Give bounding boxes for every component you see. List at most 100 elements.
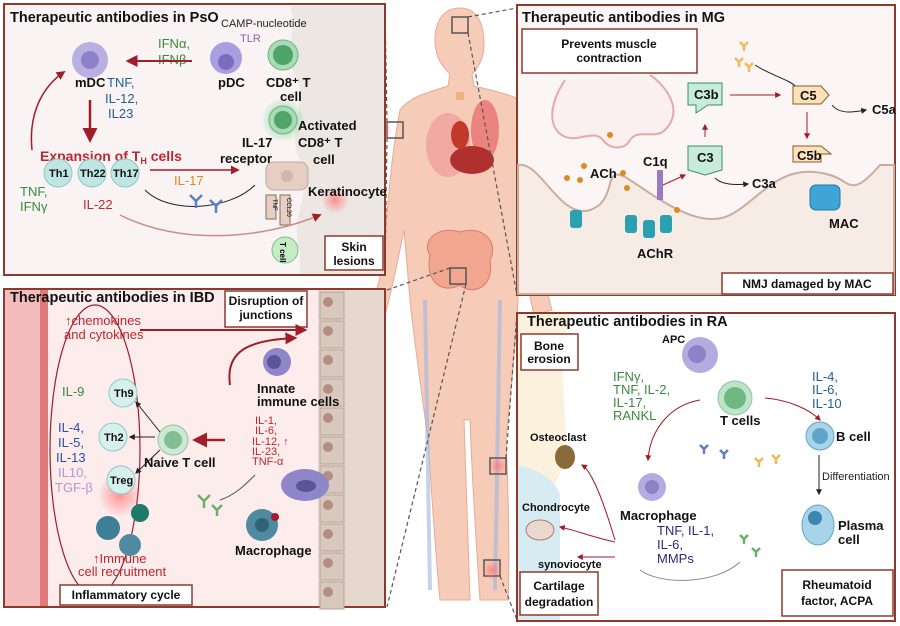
inflammatory-cycle-box	[59, 584, 193, 606]
pdc-cell-icon	[210, 42, 242, 74]
cartilage-box	[519, 571, 599, 616]
achr-icon	[570, 210, 672, 238]
nmj-box	[721, 272, 894, 295]
naive-t-cell-icon	[157, 424, 189, 456]
th1-label: Th1	[49, 168, 69, 180]
il22-label: IL-22	[83, 197, 113, 212]
c5-shape	[792, 85, 830, 105]
synoviocyte-label: synoviocyte	[538, 559, 602, 571]
epithelial-cell	[319, 552, 345, 581]
chondrocyte-label: Chondrocyte	[522, 502, 590, 514]
epithelial-cells	[319, 291, 345, 610]
epithelial-cell	[319, 436, 345, 465]
ifn-label: IFNα,IFNβ	[158, 36, 190, 67]
prevents-box	[521, 28, 698, 74]
pdc-label: pDC	[218, 75, 245, 90]
cell-nucleus	[323, 587, 333, 597]
antibody-icon	[734, 41, 754, 72]
antibody-icon	[739, 534, 761, 557]
antibody-icon	[197, 494, 223, 516]
epithelial-cell	[319, 349, 345, 378]
epithelial-cell	[319, 581, 345, 610]
th9-label: Th9	[114, 388, 134, 400]
ibd-title: Therapeutic antibodies in IBD	[10, 290, 215, 306]
epithelial-cell	[319, 291, 345, 320]
antibody-icon	[189, 194, 223, 213]
immune-cells-icon	[96, 504, 149, 556]
c1q-label: C1q	[643, 154, 668, 169]
innate-immune-cell-icon	[263, 348, 291, 376]
cell-nucleus	[323, 297, 333, 307]
cell-nucleus	[323, 558, 333, 568]
ach-molecules	[564, 132, 680, 213]
cell-nucleus	[323, 413, 333, 423]
rheumatoid-box	[781, 569, 894, 617]
t-cell-icon	[717, 380, 753, 416]
naive-t-cell-label: Naive T cell	[144, 455, 216, 470]
b-cytokines: IL-4,IL-6,IL-10	[812, 369, 842, 411]
expansion-label: Expansion of TH cells	[40, 148, 182, 166]
mac-label: MAC	[829, 216, 859, 231]
th2-label: Th2	[104, 432, 124, 444]
c5b-label: C5b	[797, 148, 822, 163]
bone-erosion-box	[520, 333, 579, 371]
th17-label: Th17	[113, 168, 139, 180]
antibody-icon	[699, 444, 729, 459]
mg-title: Therapeutic antibodies in MG	[522, 10, 725, 26]
antibody-icon	[754, 454, 781, 467]
c3-shape	[687, 145, 723, 176]
macrophage-icon	[638, 473, 666, 501]
skin-lesions-box	[324, 235, 384, 271]
epithelial-cell	[319, 378, 345, 407]
c3b-shape	[687, 82, 723, 114]
cell-nucleus	[323, 529, 333, 539]
disruption-box	[224, 290, 308, 328]
c3-label: C3	[697, 150, 714, 165]
tlr-label: TLR	[240, 33, 261, 45]
human-body	[367, 7, 553, 621]
ach-label: ACh	[590, 166, 617, 181]
nmj-label: NMJ damaged by MAC	[742, 277, 872, 291]
dendritic-cell-icon	[281, 469, 329, 501]
il4-label: IL-4,IL-5,IL-13	[56, 420, 86, 465]
epithelial-cell	[319, 320, 345, 349]
c3b-label: C3b	[694, 87, 719, 102]
cd8-cell-icon	[267, 39, 299, 71]
tcell-label: T cell	[278, 242, 287, 262]
chondrocyte-icon	[525, 519, 555, 541]
mac-icon	[809, 184, 841, 211]
c5a-label: C5a	[872, 102, 897, 117]
epithelial-cell	[319, 494, 345, 523]
apc-label: APC	[662, 334, 685, 346]
osteoclast-icon	[555, 445, 575, 469]
pso-title: Therapeutic antibodies in PsO	[10, 10, 219, 26]
ra-macrophage-label: Macrophage	[620, 508, 697, 523]
th22-label: Th22	[80, 168, 106, 180]
treg-label: Treg	[110, 475, 133, 487]
keratinocyte-icon	[265, 161, 309, 191]
cell-nucleus	[323, 326, 333, 336]
epithelial-cell	[319, 523, 345, 552]
c3a-label: C3a	[752, 176, 777, 191]
cell-nucleus	[323, 384, 333, 394]
cell-nucleus	[323, 355, 333, 365]
activated-cd8-cell-icon	[268, 105, 298, 135]
b-cell-icon	[805, 421, 835, 451]
achr-label: AChR	[637, 246, 674, 261]
c5-label: C5	[800, 88, 817, 103]
osteoclast-label: Osteoclast	[530, 432, 587, 444]
